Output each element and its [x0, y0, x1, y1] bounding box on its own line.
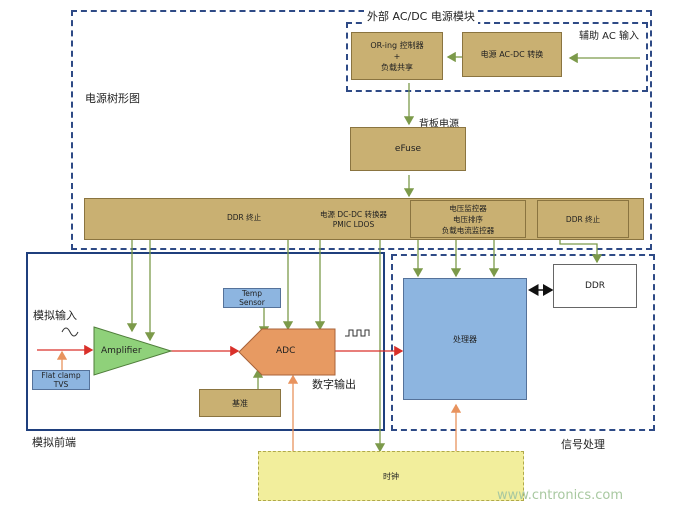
ddr-block: DDR	[553, 264, 637, 308]
amplifier-label: Amplifier	[101, 346, 142, 356]
acdc-converter-block: 电源 AC-DC 转换	[462, 32, 562, 77]
analog-input-label: 模拟输入	[33, 309, 77, 322]
monitor-line2: 电压排序	[453, 214, 483, 224]
power-tree-frame	[71, 10, 652, 250]
clock-block: 时钟	[258, 451, 524, 501]
dcdc-line1: 电源 DC-DC 转换器	[320, 210, 387, 219]
power-tree-label: 电源树形图	[85, 92, 140, 105]
adc-shape	[238, 328, 336, 376]
monitor-line3: 负载电流监控器	[441, 225, 495, 235]
ext-acdc-label: 外部 AC/DC 电源模块	[364, 8, 478, 24]
aux-ac-input-label: 辅助 AC 输入	[579, 31, 640, 42]
ext-acdc-frame	[346, 22, 648, 92]
ddr-label: DDR	[584, 280, 606, 291]
flat-clamp-line1: Flat clamp	[41, 371, 81, 380]
flat-clamp-line2: TVS	[53, 380, 69, 389]
ddr-term-right-block: DDR 终止	[537, 200, 629, 238]
oring-controller-block: OR-ing 控制器 + 负载共享	[351, 32, 443, 80]
analog-frontend-frame	[26, 252, 385, 431]
dcdc-label: 电源 DC-DC 转换器 PMIC LDOS	[320, 210, 387, 230]
processor-block: 处理器	[403, 278, 527, 400]
signal-processing-label: 信号处理	[561, 438, 605, 451]
monitor-line1: 电压监控器	[449, 203, 487, 213]
flat-clamp-tvs-block: Flat clamp TVS	[32, 370, 90, 390]
backplane-power-label: 背板电源	[419, 119, 459, 130]
temp-sensor-line2: Sensor	[239, 298, 265, 307]
digital-output-label: 数字输出	[312, 378, 356, 391]
dcdc-line2: PMIC LDOS	[332, 220, 375, 229]
oring-line2: +	[393, 51, 401, 61]
watermark-text: www.cntronics.com	[497, 488, 624, 503]
monitor-block: 电压监控器 电压排序 负载电流监控器	[410, 200, 526, 238]
efuse-block: eFuse	[350, 127, 466, 171]
acdc-converter-label: 电源 AC-DC 转换	[480, 50, 544, 59]
analog-frontend-label: 模拟前端	[32, 436, 76, 449]
signal-processing-frame	[391, 254, 655, 431]
ddr-term-left-label: DDR 终止	[227, 213, 262, 222]
reference-label: 基准	[232, 398, 248, 408]
reference-block: 基准	[199, 389, 281, 417]
clock-label: 时钟	[383, 471, 399, 481]
temp-sensor-line1: Temp	[242, 289, 262, 298]
adc-label: ADC	[276, 346, 296, 356]
processor-label: 处理器	[453, 334, 477, 344]
efuse-label: eFuse	[394, 143, 422, 154]
power-rail-block	[84, 198, 644, 240]
temp-sensor-block: Temp Sensor	[223, 288, 281, 308]
oring-line1: OR-ing 控制器	[370, 40, 424, 50]
amplifier-shape	[93, 326, 173, 376]
oring-line3: 负载共享	[381, 62, 413, 72]
ddr-term-right-label: DDR 终止	[565, 214, 601, 224]
